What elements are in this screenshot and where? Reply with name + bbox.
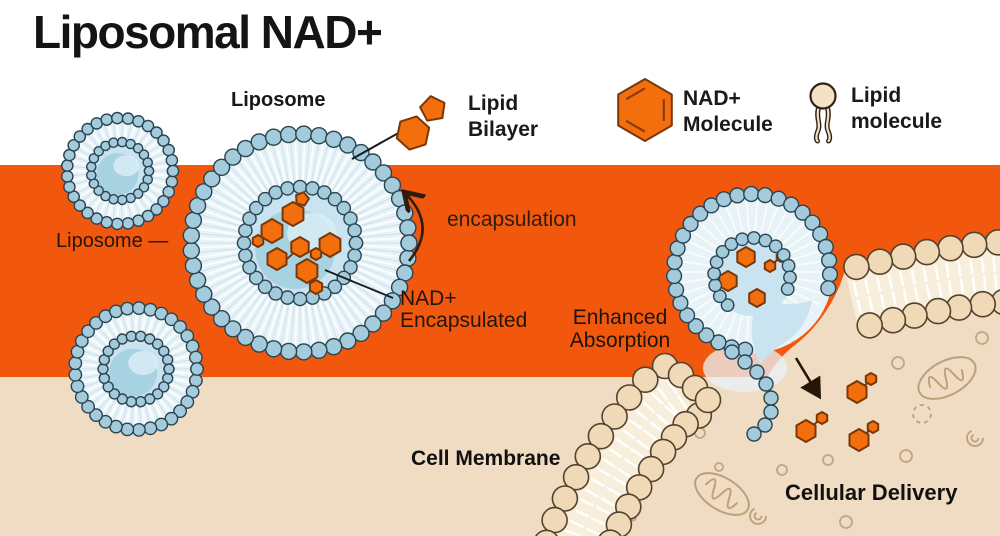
label-liposome-left: Liposome — xyxy=(56,230,169,252)
bilayer-pointer-line xyxy=(351,130,403,160)
legend-item-lipid-molecule: Lipid molecule xyxy=(851,84,943,133)
lipid-bilayer-icon xyxy=(395,95,446,151)
small-liposome-bottom xyxy=(68,301,204,437)
legend-item-lipid-bilayer: Lipid Bilayer xyxy=(468,92,539,141)
label-cell-membrane: Cell Membrane xyxy=(411,447,561,470)
lipid-molecule-icon xyxy=(809,82,837,144)
encapsulation-arrow xyxy=(405,193,423,262)
delivery-arrow xyxy=(794,357,822,400)
fusing-liposome xyxy=(665,185,839,442)
main-liposome xyxy=(182,125,418,361)
annotations xyxy=(324,130,822,400)
nad-molecule-icon xyxy=(617,78,673,142)
page-title: Liposomal NAD+ xyxy=(33,6,383,58)
nad-encapsulated-pointer-line xyxy=(324,269,394,299)
label-encapsulation: encapsulation xyxy=(447,208,577,231)
label-cellular-delivery: Cellular Delivery xyxy=(785,480,958,505)
legend-item-nad-molecule: NAD+ Molecule xyxy=(683,87,773,136)
released-nad-molecules xyxy=(795,372,880,452)
label-enhanced-absorption: Enhanced Absorption xyxy=(569,306,671,352)
cell-membrane-bilayer xyxy=(535,229,1000,536)
label-nad-encapsulated: NAD+ Encapsulated xyxy=(400,287,528,332)
label-liposome-top: Liposome xyxy=(231,89,326,111)
small-liposome-top xyxy=(61,111,180,231)
